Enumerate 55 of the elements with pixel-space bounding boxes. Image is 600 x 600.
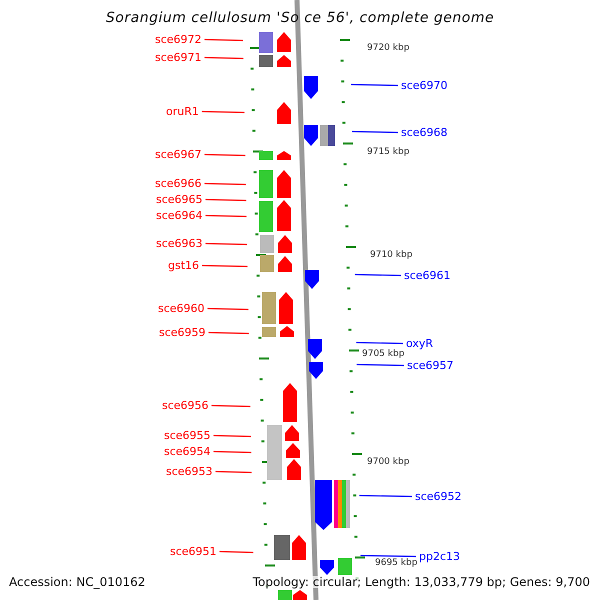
gene-label: sce6968 — [401, 127, 448, 138]
leader-line — [351, 84, 398, 86]
gene-label: oruR1 — [166, 106, 199, 117]
gene-label: sce6966 — [155, 178, 202, 189]
gene-label: sce6952 — [415, 491, 462, 502]
leader-line — [216, 470, 252, 474]
leader-line — [359, 494, 412, 498]
gene-label: sce6963 — [156, 238, 203, 249]
scale-label: 9710 kbp — [370, 251, 412, 260]
leader-line — [354, 274, 402, 276]
leader-line — [204, 56, 244, 60]
gene-label: sce6959 — [159, 327, 206, 338]
gene-label: sce6960 — [158, 303, 205, 314]
gene-label: sce6956 — [162, 400, 209, 411]
scale-label: 9715 kbp — [367, 148, 410, 157]
leader-line — [204, 38, 243, 42]
leader-line — [204, 154, 246, 156]
gene-label: gst16 — [168, 260, 200, 271]
gene-label: sce6972 — [155, 34, 202, 45]
leader-line — [356, 342, 404, 344]
leader-line — [206, 242, 248, 246]
gene-label: sce6953 — [166, 466, 213, 477]
gene-label: sce6970 — [401, 80, 448, 91]
leader-line — [212, 404, 250, 408]
gene-label: sce6971 — [155, 52, 202, 63]
leader-line — [206, 214, 247, 218]
gene-label: oxyR — [406, 338, 434, 349]
leader-line — [214, 434, 251, 438]
leader-line — [356, 364, 404, 366]
gene-label: sce6965 — [156, 194, 203, 205]
leader-line — [208, 308, 248, 310]
gene-label: pp2c13 — [419, 551, 460, 562]
scale-label: 9700 kbp — [367, 458, 410, 467]
leader-line — [206, 198, 246, 202]
leader-line — [214, 450, 252, 454]
leader-line — [204, 182, 246, 186]
gene-label: sce6954 — [164, 446, 211, 457]
gene-label: sce6955 — [164, 430, 211, 441]
leader-line — [352, 130, 398, 134]
genome-info-text: Topology: circular; Length: 13,033,779 bp; Genes: 9,700 — [252, 576, 590, 588]
gene-label: sce6961 — [404, 270, 451, 281]
scale-label: 9705 kbp — [362, 350, 404, 359]
gene-label: sce6967 — [155, 149, 202, 160]
leader-line — [360, 554, 416, 558]
leader-line — [220, 550, 254, 554]
leader-line — [208, 332, 249, 334]
gene-label: sce6951 — [170, 546, 217, 557]
scale-label: 9695 kbp — [375, 559, 418, 568]
map-title: Sorangium cellulosum 'So ce 56', complete genome — [106, 11, 494, 25]
scale-label: 9720 kbp — [367, 44, 410, 53]
leader-line — [202, 264, 248, 268]
accession-text: Accession: NC_010162 — [9, 576, 146, 588]
gene-label: sce6957 — [407, 360, 454, 371]
leader-line — [202, 110, 244, 114]
gene-label: sce6964 — [156, 210, 203, 221]
